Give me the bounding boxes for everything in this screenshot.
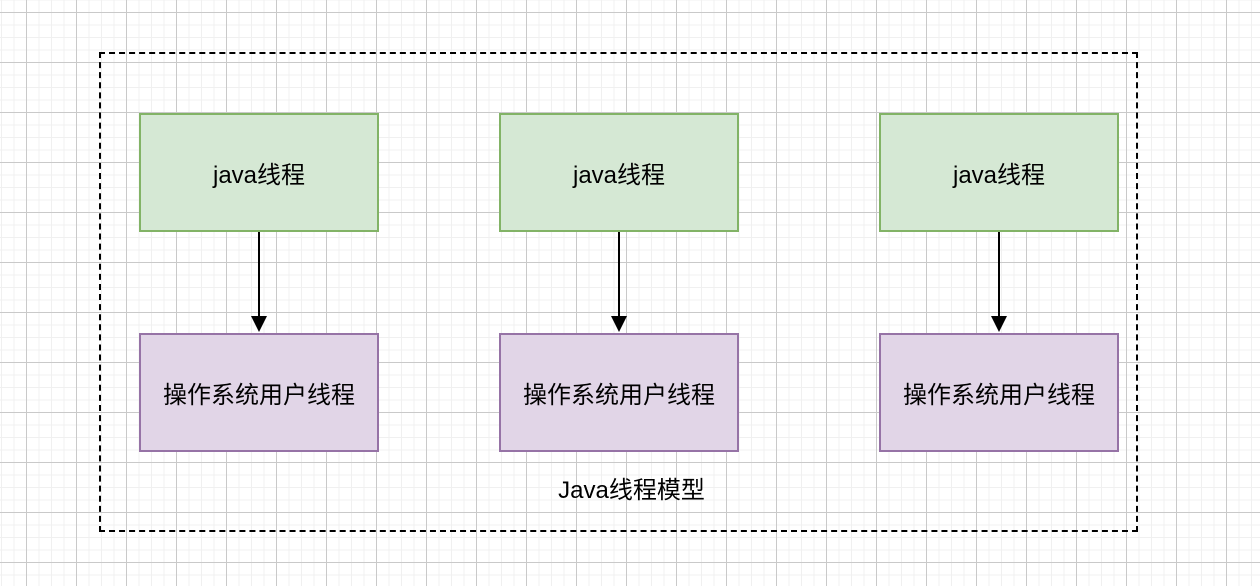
diagram-title: Java线程模型 — [558, 477, 705, 504]
java-thread-node-1[interactable]: java线程 — [139, 113, 379, 232]
arrow-java-to-os-3[interactable] — [991, 232, 1007, 332]
os-thread-node-3[interactable]: 操作系统用户线程 — [879, 333, 1119, 452]
os-thread-node-1[interactable]: 操作系统用户线程 — [139, 333, 379, 452]
arrow-line — [618, 232, 620, 318]
arrow-java-to-os-2[interactable] — [611, 232, 627, 332]
arrow-line — [258, 232, 260, 318]
os-thread-label: 操作系统用户线程 — [523, 382, 715, 409]
java-thread-node-3[interactable]: java线程 — [879, 113, 1119, 232]
java-thread-node-2[interactable]: java线程 — [499, 113, 739, 232]
arrow-head-down-icon — [251, 316, 267, 332]
os-thread-label: 操作系统用户线程 — [903, 382, 1095, 409]
java-thread-label: java线程 — [212, 162, 306, 189]
arrow-java-to-os-1[interactable] — [251, 232, 267, 332]
arrow-line — [998, 232, 1000, 318]
arrow-head-down-icon — [611, 316, 627, 332]
java-thread-label: java线程 — [572, 162, 666, 189]
thread-model-container[interactable] — [99, 52, 1138, 532]
arrow-head-down-icon — [991, 316, 1007, 332]
java-thread-label: java线程 — [952, 162, 1046, 189]
os-thread-label: 操作系统用户线程 — [163, 382, 355, 409]
os-thread-node-2[interactable]: 操作系统用户线程 — [499, 333, 739, 452]
